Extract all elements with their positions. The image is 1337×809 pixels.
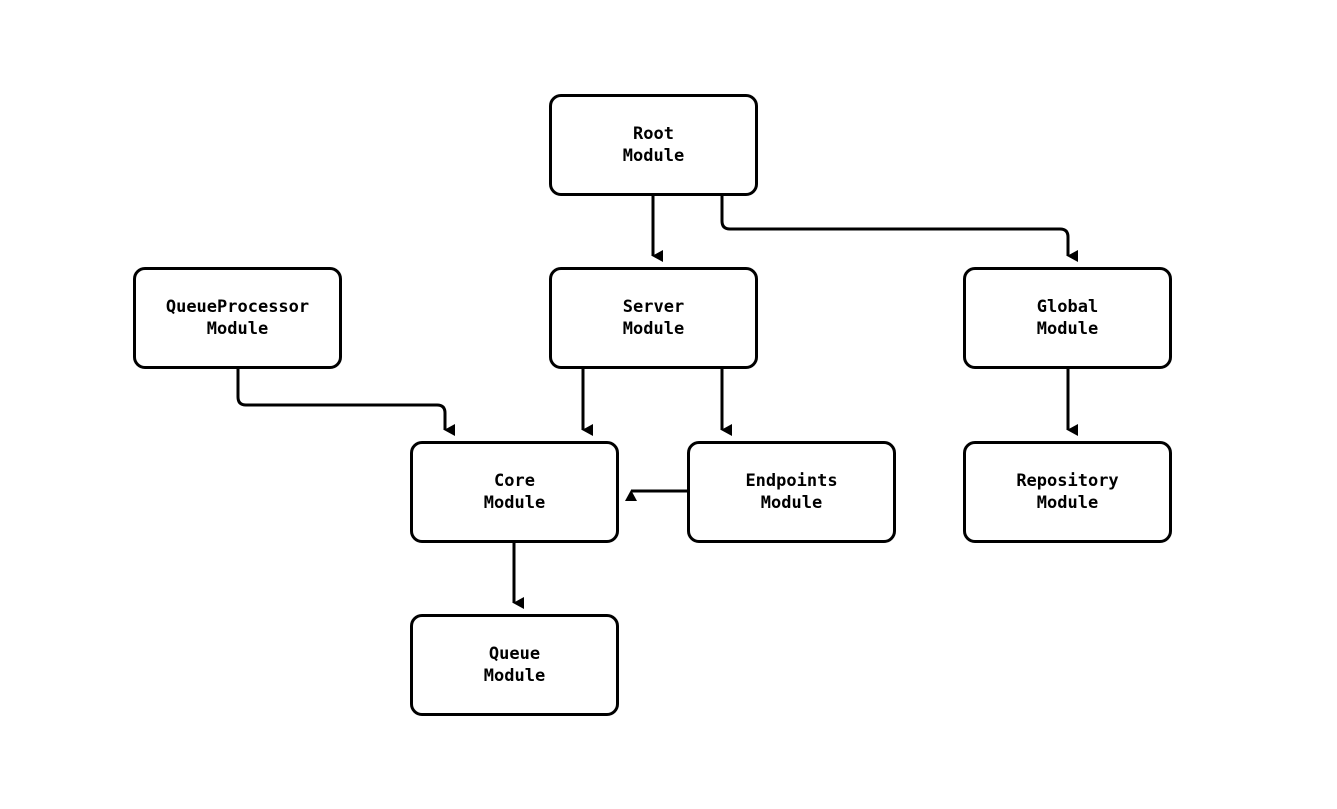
node-label-endpoints: Endpoints Module (745, 471, 838, 513)
node-label-root: Root Module (622, 124, 685, 166)
node-label-queueprocessor: QueueProcessor Module (165, 297, 310, 339)
node-endpoints[interactable]: Endpoints Module (687, 441, 896, 543)
node-label-core: Core Module (483, 471, 546, 513)
node-global[interactable]: Global Module (963, 267, 1172, 369)
edge-queueprocessor-to-core (236, 369, 455, 436)
node-label-queue: Queue Module (483, 644, 546, 686)
node-root[interactable]: Root Module (549, 94, 758, 196)
node-queueprocessor[interactable]: QueueProcessor Module (133, 267, 342, 369)
node-label-repository: Repository Module (1016, 471, 1119, 513)
node-label-server: Server Module (622, 297, 685, 339)
node-label-global: Global Module (1036, 297, 1099, 339)
node-core[interactable]: Core Module (410, 441, 619, 543)
node-server[interactable]: Server Module (549, 267, 758, 369)
edge-root-to-global (720, 196, 1078, 262)
node-repository[interactable]: Repository Module (963, 441, 1172, 543)
node-queue[interactable]: Queue Module (410, 614, 619, 716)
